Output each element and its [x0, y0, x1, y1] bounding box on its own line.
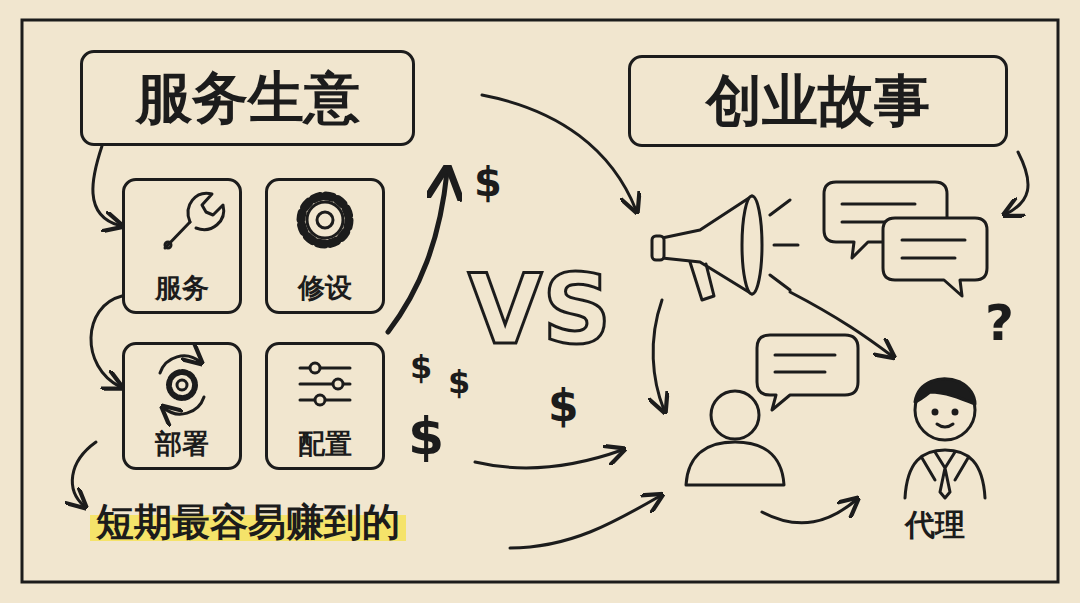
frame — [22, 20, 1058, 582]
dollar-sign: $ — [448, 365, 470, 400]
sliders-icon — [300, 363, 350, 405]
flow-arrow — [510, 496, 660, 548]
node-text: 服务 — [155, 273, 209, 303]
icon-box: 修设 — [265, 178, 385, 314]
dollar-sign: $ — [548, 382, 579, 430]
flow-arrow — [91, 296, 122, 387]
flow-arrow — [762, 500, 856, 523]
title-box: 创业故事 — [628, 55, 1008, 147]
node-text: 服务生意 — [136, 67, 360, 129]
highlight-note: 短期最容易赚到的 — [90, 502, 406, 544]
flow-arrow — [653, 300, 664, 410]
flow-arrow — [475, 450, 622, 468]
megaphone — [652, 196, 798, 300]
flow-arrow — [72, 442, 96, 506]
dollar-sign: $ — [410, 350, 432, 385]
speech-bubbles — [824, 182, 987, 296]
person — [686, 335, 858, 485]
node-text: 部署 — [155, 429, 209, 459]
icon-box: 部署 — [122, 342, 242, 470]
flow-arrow — [1006, 152, 1028, 214]
deploy-icon — [160, 356, 204, 414]
agent — [905, 379, 985, 498]
question-mark: ? — [985, 296, 1014, 351]
wrench-icon — [165, 193, 224, 248]
role-label: 代理 — [905, 508, 965, 541]
icon-box: 服务 — [122, 178, 242, 314]
icon-box: 配置 — [265, 342, 385, 470]
dollar-sign: $ — [474, 160, 502, 204]
node-text: 创业故事 — [706, 70, 930, 132]
flow-arrow — [482, 95, 636, 210]
flow-arrow — [93, 146, 120, 226]
growth-arrow — [388, 172, 447, 332]
node-text: 配置 — [298, 429, 352, 459]
dollar-sign: $ — [408, 408, 444, 465]
title-box: 服务生意 — [80, 50, 415, 146]
gear-icon — [301, 196, 349, 244]
vs-mark: VS — [468, 258, 611, 364]
node-text: 修设 — [298, 273, 352, 303]
